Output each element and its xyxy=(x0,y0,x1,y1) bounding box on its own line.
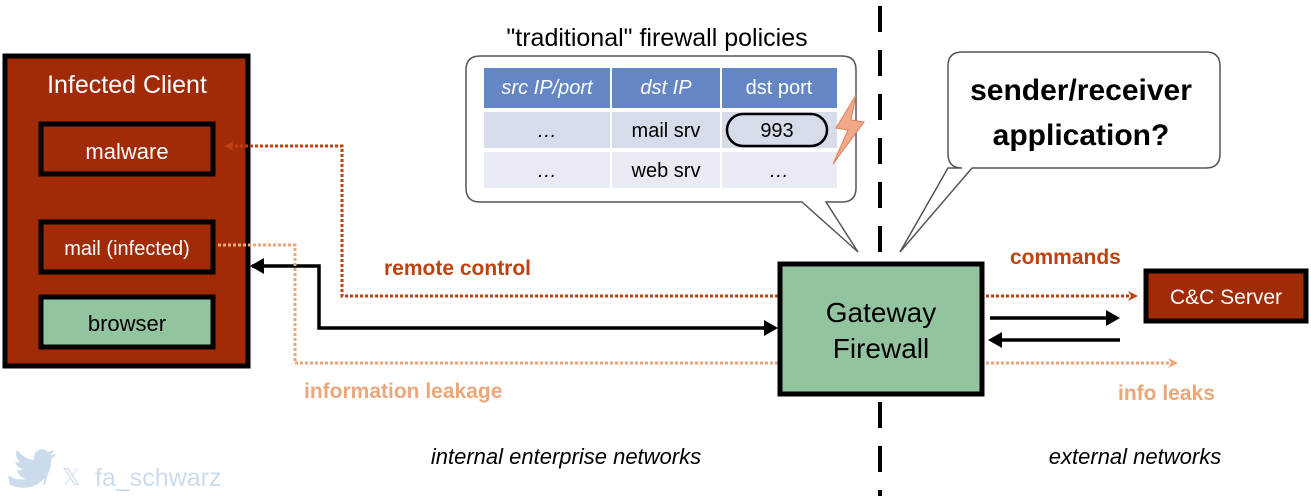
policies-column-header: dst IP xyxy=(640,77,692,99)
arrowhead-left-icon xyxy=(250,258,264,274)
question-line-1: sender/receiver xyxy=(970,74,1192,107)
separator-slash: / xyxy=(43,464,50,490)
internal-zone-label: internal enterprise networks xyxy=(431,444,701,469)
gateway-firewall-box xyxy=(777,261,985,397)
infected-client: Infected Client malware mail (infected) … xyxy=(2,53,251,369)
infected-client-title: Infected Client xyxy=(47,71,207,99)
information-leakage-label: information leakage xyxy=(304,380,502,403)
malware-box xyxy=(38,121,216,177)
question-callout: sender/receiver application? xyxy=(899,51,1221,253)
policies-cell: … xyxy=(769,160,789,182)
cc-server-box xyxy=(1143,268,1309,324)
question-callout-bubble xyxy=(899,51,1221,253)
client-traffic-arrow xyxy=(252,264,768,330)
remote-control-label: remote control xyxy=(384,257,531,280)
mail-box xyxy=(38,219,216,275)
lightning-icon xyxy=(832,94,865,165)
mail-label: mail (infected) xyxy=(64,238,190,260)
info-leaks-label: info leaks xyxy=(1118,382,1215,405)
policies-cell: web srv xyxy=(631,160,701,182)
watermark: / 𝕏 fa_schwarz xyxy=(8,449,221,492)
malware-label: malware xyxy=(85,139,168,164)
external-zone-label: external networks xyxy=(1049,444,1221,469)
policies-column-header: dst port xyxy=(746,77,813,99)
policies-header-row xyxy=(484,68,837,108)
arrowhead-right-icon xyxy=(1106,310,1120,326)
gateway-label-line-2: Firewall xyxy=(833,333,929,364)
policies-cell: … xyxy=(537,160,557,182)
policies-cell: … xyxy=(537,120,557,142)
commands-label: commands xyxy=(1010,246,1121,269)
policies-cell: 993 xyxy=(760,120,793,142)
port-highlight-oval xyxy=(725,112,829,148)
policies-cell: mail srv xyxy=(632,120,701,142)
watermark-handle: fa_schwarz xyxy=(95,464,221,492)
x-icon: 𝕏 xyxy=(62,464,81,490)
browser-label: browser xyxy=(88,311,166,336)
cc-server-label: C&C Server xyxy=(1170,286,1282,309)
arrowhead-left-icon xyxy=(988,332,1002,348)
policies-column-header: src IP/port xyxy=(501,77,594,99)
policies-title: "traditional" firewall policies xyxy=(506,24,807,52)
remote-control-arrow xyxy=(224,141,778,298)
browser-box xyxy=(38,294,216,350)
arrowhead-right-icon xyxy=(764,320,778,336)
bird-icon xyxy=(8,449,56,488)
policies-callout: "traditional" firewall policies src IP/p… xyxy=(465,24,865,253)
question-line-2: application? xyxy=(993,119,1170,152)
gateway-label-line-1: Gateway xyxy=(826,297,937,328)
policies-row xyxy=(484,112,837,148)
policies-row xyxy=(484,152,837,188)
information-leakage-arrow xyxy=(218,243,778,365)
